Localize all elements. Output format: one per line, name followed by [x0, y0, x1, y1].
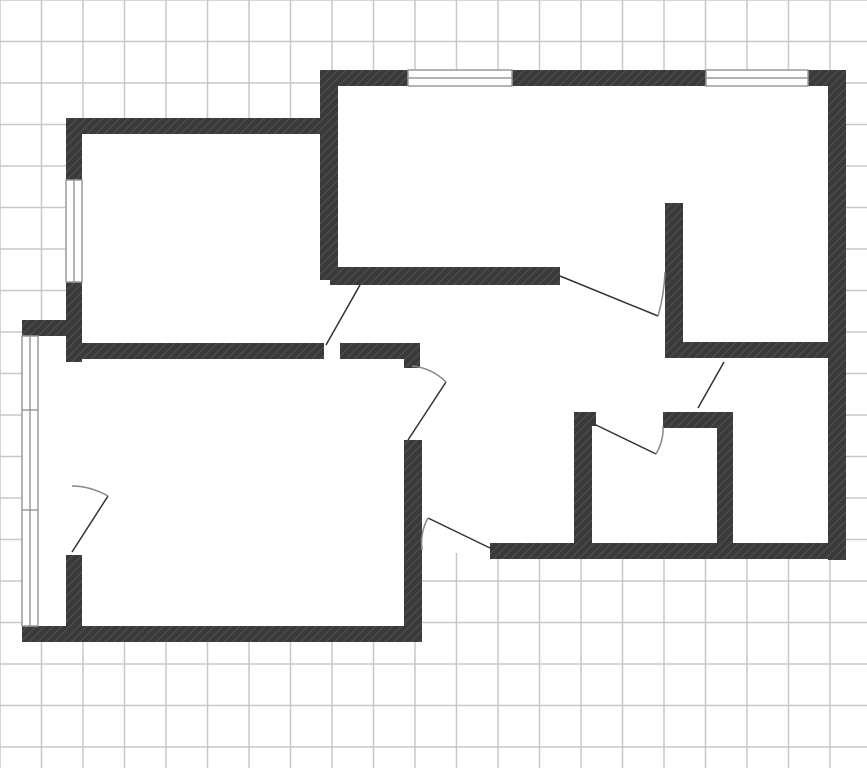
- wall-small-room-top: [665, 342, 835, 358]
- wall-wc-right: [717, 412, 733, 552]
- wall-stub-right: [665, 203, 683, 358]
- door-balcony: [71, 495, 109, 553]
- room-top-right-floor: [330, 78, 836, 283]
- door-top-right-arc: [657, 271, 666, 317]
- wall-bottom-right: [490, 543, 846, 559]
- wall-top-right-left: [320, 70, 338, 280]
- wall-bottom-left-right: [404, 440, 422, 640]
- wall-top-left-top: [66, 118, 324, 134]
- wall-right-outer: [828, 70, 846, 560]
- windows: [21, 69, 809, 627]
- wall-wc-top: [663, 412, 733, 428]
- window-top-2: [705, 69, 809, 87]
- window-top-1: [407, 69, 513, 87]
- wall-top-left-left-upper: [66, 118, 82, 180]
- door-top-right-room: [559, 275, 659, 317]
- room-bottom-left-floor: [74, 352, 414, 634]
- wall-bath-left: [574, 412, 592, 552]
- wall-partition-middle: [330, 267, 560, 285]
- wall-door-jamb-right: [404, 343, 420, 368]
- wall-bottom-left-left-lower: [66, 555, 82, 635]
- door-bottom-left-room: [407, 381, 447, 441]
- door-bathroom: [593, 423, 657, 455]
- wall-bath-stub: [574, 412, 596, 426]
- wall-balcony-top: [22, 320, 82, 336]
- door-hallway-bottom: [427, 517, 491, 549]
- door-balcony-arc: [71, 485, 109, 497]
- room-floors: [30, 78, 836, 634]
- wall-left-divider: [74, 343, 324, 359]
- wall-partition-hall: [490, 543, 508, 557]
- door-top-left-room: [325, 284, 361, 346]
- room-top-left-floor: [74, 126, 330, 352]
- window-balcony: [21, 335, 39, 627]
- wall-left-divider-right: [340, 343, 420, 359]
- door-small-room: [697, 361, 725, 409]
- wall-balcony-bottom: [22, 626, 422, 642]
- door-bottom-left-arc: [411, 365, 447, 383]
- door-hallway-arc: [420, 517, 429, 551]
- doors: [71, 271, 725, 553]
- window-left: [65, 179, 83, 283]
- door-bathroom-arc: [655, 425, 664, 455]
